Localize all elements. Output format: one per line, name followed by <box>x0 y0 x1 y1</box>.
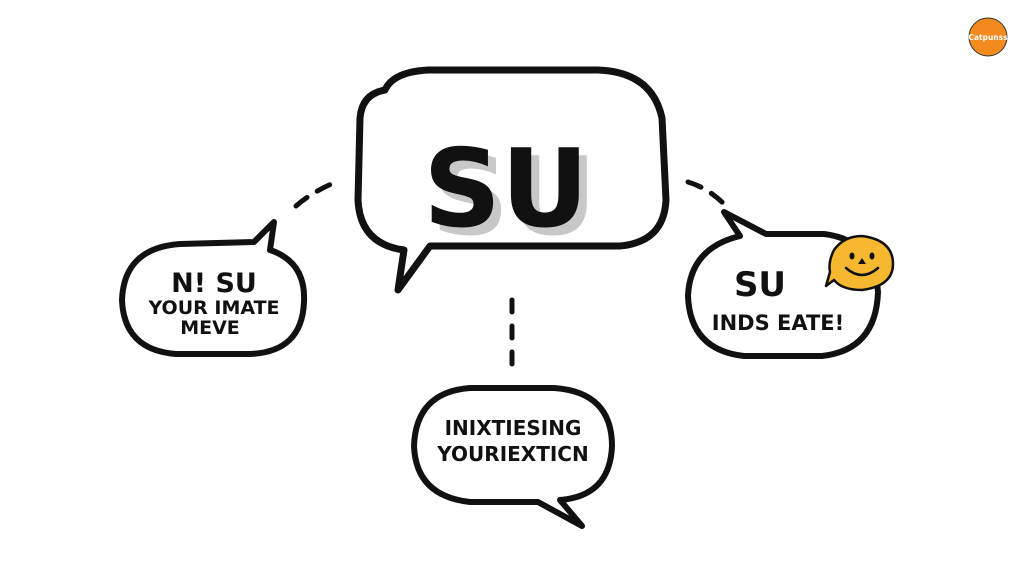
main-text: SU <box>423 127 588 252</box>
right-bubble-line-1: SU <box>734 265 786 305</box>
left-bubble-line-3: MEVE <box>180 317 240 339</box>
left-bubble-line-2: YOUR IMATE <box>147 297 279 319</box>
left-speech-bubble: N! SU YOUR IMATE MEVE <box>119 219 308 357</box>
right-speech-bubble: SU INDS EATE! <box>685 209 895 359</box>
bottom-speech-bubble: INIXTIESING YOURIEXTICN <box>411 385 615 529</box>
connector-right <box>685 179 727 207</box>
main-text-shadow: SU <box>431 135 596 260</box>
right-bubble-line-2: INDS EATE! <box>712 311 844 335</box>
smiley-face-icon <box>824 234 895 292</box>
brand-logo: Catpunss <box>968 17 1008 57</box>
connector-left <box>293 179 339 209</box>
bottom-bubble-line-1: INIXTIESING <box>445 416 582 440</box>
main-speech-bubble: SU SU <box>354 66 670 294</box>
logo-text: Catpunss <box>968 33 1008 42</box>
left-bubble-line-1: N! SU <box>171 268 257 299</box>
bottom-bubble-line-2: YOURIEXTICN <box>436 442 588 466</box>
